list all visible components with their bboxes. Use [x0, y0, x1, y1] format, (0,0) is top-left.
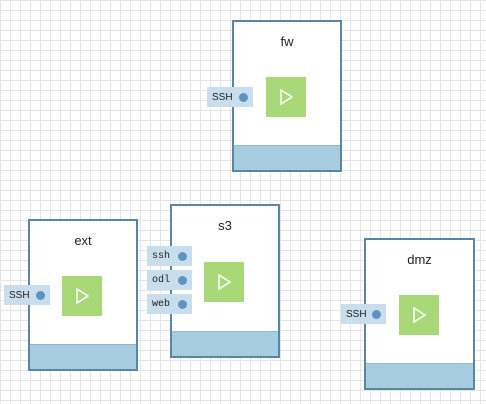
port-web[interactable]: web	[147, 294, 192, 314]
node-dmz[interactable]: dmz	[364, 238, 475, 390]
port-ssh[interactable]: SSH	[4, 285, 50, 305]
play-button[interactable]	[204, 262, 244, 302]
node-title: ext	[74, 233, 92, 248]
port-connector-icon[interactable]	[178, 251, 187, 261]
port-label: SSH	[9, 289, 30, 301]
play-button[interactable]	[399, 295, 439, 335]
port-ssh[interactable]: SSH	[207, 87, 253, 107]
node-footer	[234, 145, 340, 170]
play-icon	[413, 306, 427, 324]
port-label: SSH	[212, 91, 233, 103]
port-label: ssh	[152, 250, 171, 262]
port-connector-icon[interactable]	[36, 290, 45, 300]
play-icon	[218, 273, 232, 291]
port-connector-icon[interactable]	[239, 92, 248, 102]
port-odl[interactable]: odl	[147, 270, 192, 290]
node-footer	[172, 331, 278, 356]
port-connector-icon[interactable]	[178, 299, 187, 309]
play-button[interactable]	[62, 276, 102, 316]
port-ssh[interactable]: SSH	[341, 304, 386, 324]
node-fw[interactable]: fw	[232, 20, 342, 172]
node-title: dmz	[407, 252, 432, 267]
port-connector-icon[interactable]	[372, 309, 381, 319]
port-label: SSH	[346, 308, 367, 320]
node-title: s3	[218, 218, 232, 233]
port-connector-icon[interactable]	[178, 275, 187, 285]
port-ssh[interactable]: ssh	[147, 246, 192, 266]
port-label: web	[152, 298, 171, 310]
play-icon	[76, 287, 90, 305]
play-button[interactable]	[266, 77, 306, 117]
node-footer	[366, 363, 473, 388]
port-label: odl	[152, 274, 171, 286]
node-footer	[30, 344, 136, 369]
play-icon	[280, 88, 294, 106]
node-title: fw	[280, 34, 294, 49]
